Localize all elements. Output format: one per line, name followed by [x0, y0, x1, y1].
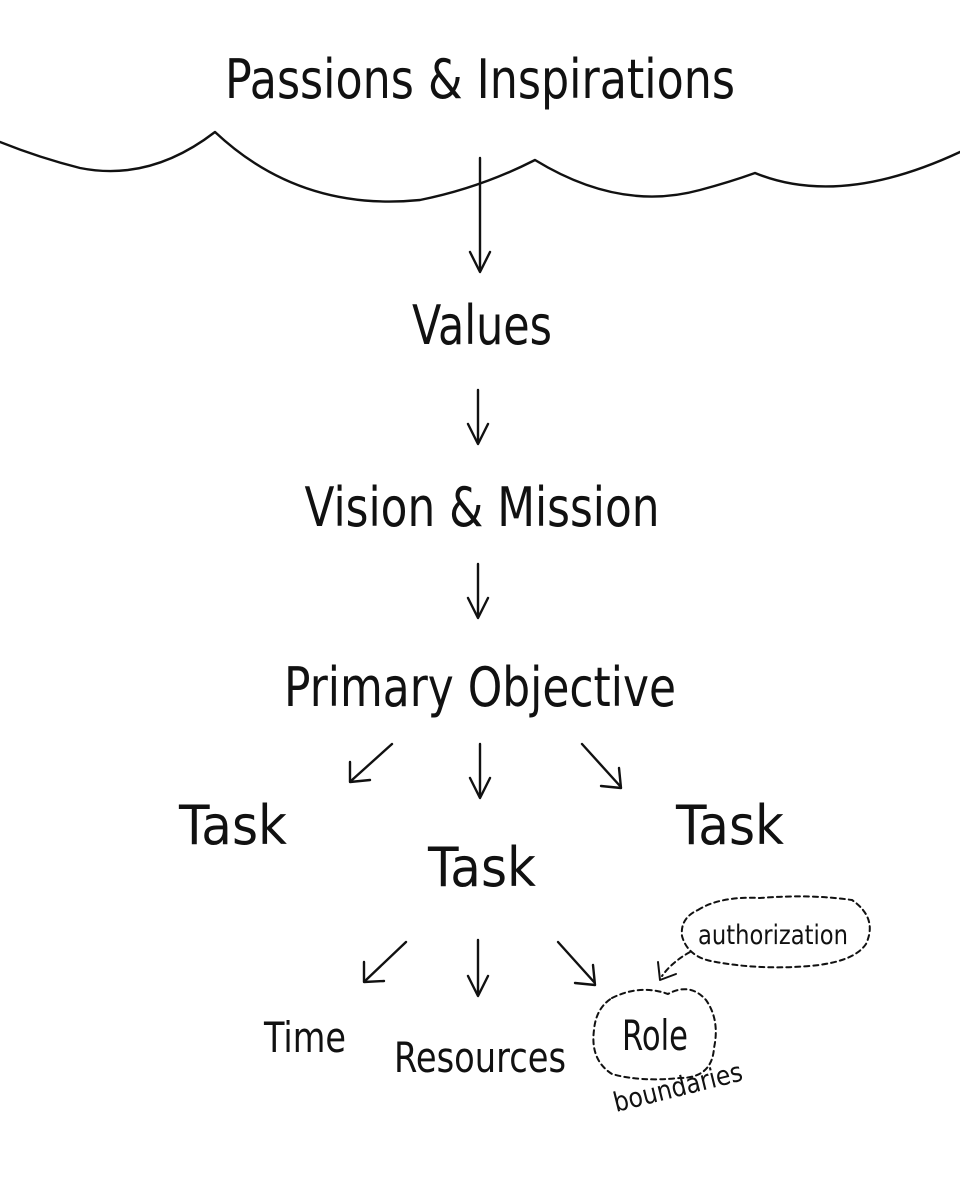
arrow-down-to-values	[468, 156, 492, 274]
arrow-to-task-center	[468, 742, 492, 800]
label-authorization: authorization	[698, 920, 848, 951]
node-task-left: Task	[178, 794, 288, 857]
arrow-to-time	[362, 940, 408, 984]
arrow-to-resources	[466, 938, 490, 998]
arrow-down-to-vision	[466, 388, 490, 446]
node-primary-objective: Primary Objective	[284, 656, 676, 719]
node-task-right: Task	[675, 794, 785, 857]
arrow-to-role	[556, 940, 597, 987]
node-time: Time	[263, 1013, 346, 1062]
arrow-down-to-objective	[466, 562, 490, 620]
arrow-to-task-left	[348, 742, 394, 784]
authorization-dashed-outline	[680, 895, 871, 969]
title-passions-inspirations: Passions & Inspirations	[225, 48, 735, 111]
node-values: Values	[412, 294, 552, 357]
role-dashed-outline	[592, 988, 717, 1081]
arrow-authorization-to-role	[657, 951, 691, 981]
node-role: Role	[622, 1011, 688, 1060]
arrow-to-task-right	[580, 742, 623, 790]
node-vision-mission: Vision & Mission	[305, 476, 660, 539]
node-task-center: Task	[427, 836, 537, 899]
label-boundaries: boundaries	[610, 1057, 746, 1119]
node-resources: Resources	[394, 1033, 566, 1082]
cloud-outline	[0, 130, 960, 203]
